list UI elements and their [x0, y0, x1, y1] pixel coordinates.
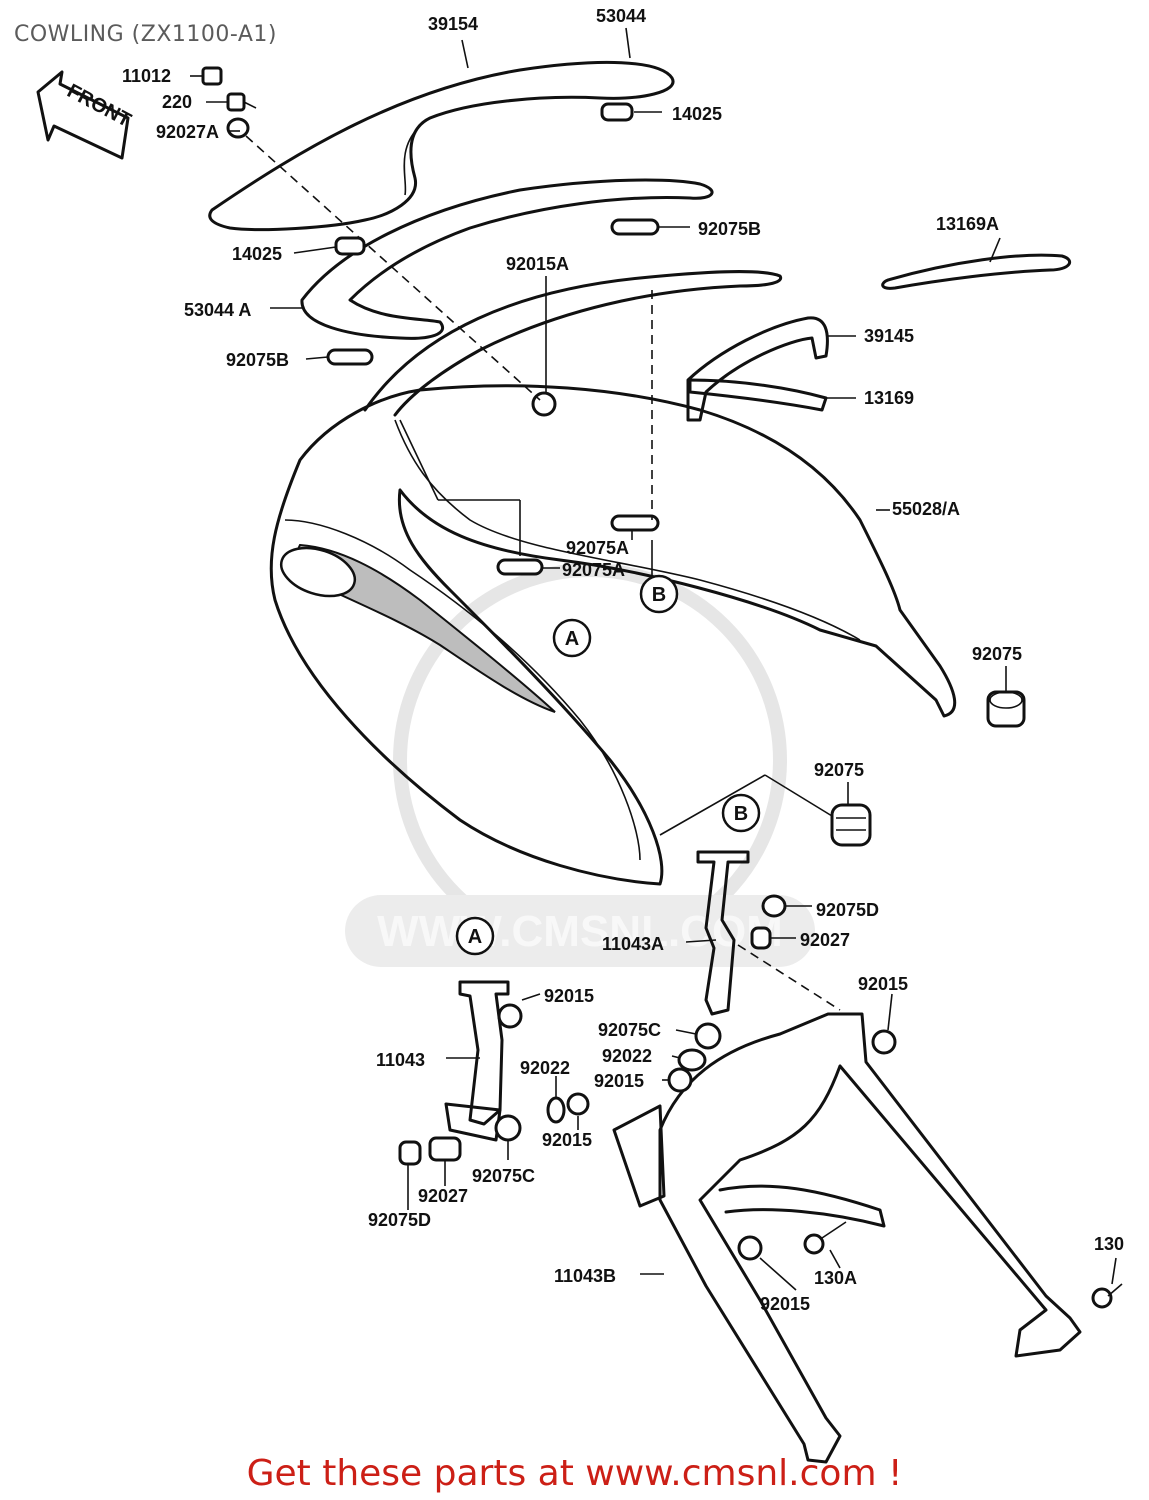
svg-text:B: B: [652, 584, 666, 606]
clip-14025-upper: [600, 102, 634, 122]
label-39145: 39145: [864, 326, 914, 346]
footer-link-text[interactable]: Get these parts at www.cmsnl.com !: [246, 1453, 903, 1494]
washer-92075b-upper: [610, 218, 660, 236]
label-92075d-upper: 92075D: [816, 900, 879, 920]
label-13169a: 13169A: [936, 214, 999, 234]
strip-13169a: [881, 253, 1072, 290]
label-92022-upper: 92022: [520, 1058, 570, 1078]
label-92075-lower: 92075: [814, 760, 864, 780]
nut-92015-bottom: [737, 1235, 763, 1261]
nut-92015-left: [497, 1003, 523, 1029]
label-130a: 130A: [814, 1268, 857, 1288]
svg-text:A: A: [565, 628, 579, 650]
label-92075-upper: 92075: [972, 644, 1022, 664]
label-11043a: 11043A: [602, 934, 664, 954]
label-14025-lower: 14025: [232, 244, 282, 264]
front-arrow-label: FRONT: [63, 80, 134, 132]
grommet-92075-lower: [830, 803, 872, 847]
label-55028a: 55028/A: [892, 499, 960, 519]
assembly-line-windshield: [245, 135, 541, 401]
svg-text:A: A: [468, 926, 482, 948]
label-92075a-b: 92075A: [566, 538, 629, 558]
bolt-130a: [803, 1221, 847, 1255]
stay-frame-mount: [612, 1104, 666, 1208]
callout-b-upper: B: [639, 574, 679, 614]
label-39154: 39154: [428, 14, 478, 34]
cowl-body: [269, 384, 957, 886]
washer-92075b-lower: [326, 348, 374, 366]
label-92022-lower: 92022: [602, 1046, 652, 1066]
page-title: COWLING (ZX1100-A1): [14, 22, 277, 47]
clip-14025-lower: [334, 236, 366, 256]
collar-92027a: [226, 117, 250, 139]
stay-frame-crossbar: [718, 1184, 886, 1228]
label-92075b-lower: 92075B: [226, 350, 289, 370]
label-92015-bottom: 92015: [760, 1294, 810, 1314]
label-53044a: 53044 A: [184, 300, 251, 320]
collar-92027-lower: [428, 1136, 462, 1162]
label-92075c-upper: 92075C: [598, 1020, 661, 1040]
grommet-92075-upper: [986, 690, 1026, 728]
label-11043b: 11043B: [554, 1266, 616, 1286]
label-92015-lowerleft: 92015: [542, 1130, 592, 1150]
nut-92075d-upper: [761, 894, 787, 918]
label-92075d-lower: 92075D: [368, 1210, 431, 1230]
washer-92022-upper: [677, 1048, 707, 1072]
label-11043: 11043: [376, 1050, 425, 1070]
brace-39145: [686, 316, 829, 422]
label-92027a: 92027A: [156, 122, 219, 142]
label-92075b-upper: 92075B: [698, 219, 761, 239]
washer-92075a-a: [496, 558, 544, 576]
label-92075a-a: 92075A: [562, 560, 625, 580]
trim-53044a: [300, 178, 714, 340]
label-220: 220: [162, 92, 192, 112]
washer-92022-lower: [546, 1096, 566, 1124]
cowl-upper-trim: [363, 270, 783, 417]
part-labels: 39154 53044 11012 220 92027A 14025 14025…: [122, 6, 1124, 1314]
leader-lines: [190, 27, 1117, 1291]
nut-92015-mid: [667, 1067, 693, 1093]
label-92027-upper: 92027: [800, 930, 850, 950]
nut-92075d-lower: [398, 1140, 422, 1166]
stay-frame-11043b: [658, 1012, 1082, 1464]
callout-b-lower: B: [721, 793, 761, 833]
bolt-130: [1091, 1283, 1123, 1309]
collar-92027-upper: [750, 926, 772, 950]
strip-13169: [688, 378, 828, 412]
label-11012: 11012: [122, 66, 171, 86]
callout-a-lower: A: [455, 916, 495, 956]
nut-92015-lowerleft: [566, 1092, 590, 1116]
vent-lens: [279, 546, 357, 598]
assembly-line-bracket: [737, 944, 841, 1011]
label-92015-left: 92015: [544, 986, 594, 1006]
label-14025-upper: 14025: [672, 104, 722, 124]
label-92015a: 92015A: [506, 254, 569, 274]
callout-a-upper: A: [552, 618, 592, 658]
label-92015-right: 92015: [858, 974, 908, 994]
label-92027-lower: 92027: [418, 1186, 468, 1206]
windshield-trim: [403, 125, 421, 196]
label-53044: 53044: [596, 6, 646, 26]
label-92075c-lower: 92075C: [472, 1166, 535, 1186]
washer-92075a-b: [610, 514, 660, 532]
grommet-92075c-upper: [694, 1022, 722, 1050]
label-130: 130: [1094, 1234, 1124, 1254]
bracket-11043: [458, 980, 510, 1126]
label-13169: 13169: [864, 388, 914, 408]
nut-92015a: [531, 391, 557, 417]
nut-92015-right: [871, 1029, 897, 1055]
nut-11012: [201, 66, 223, 86]
cowl-side-panel: [284, 519, 641, 861]
grommet-92075c-lower: [494, 1114, 522, 1142]
windshield: [208, 60, 675, 232]
bracket-11043a: [696, 850, 750, 1016]
front-arrow-icon: FRONT: [36, 70, 135, 160]
label-92015-mid: 92015: [594, 1071, 644, 1091]
svg-text:B: B: [734, 803, 748, 825]
bolt-220: [226, 92, 257, 112]
bracket-11043-foot: [444, 1102, 502, 1142]
